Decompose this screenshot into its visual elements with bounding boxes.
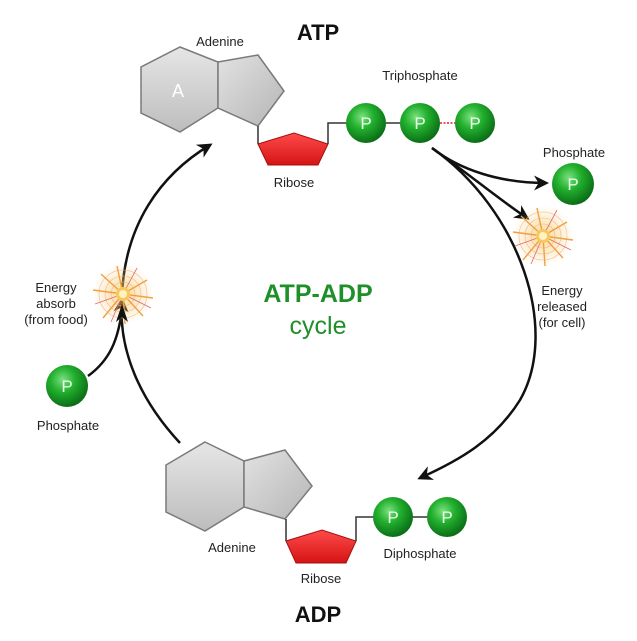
energy-released-label-line3: (for cell) bbox=[539, 315, 586, 330]
adp-phosphate-group-label: Diphosphate bbox=[384, 546, 457, 561]
energy-released-burst-icon bbox=[512, 206, 574, 267]
atp-ribose-pentagon bbox=[257, 132, 329, 166]
atp-adenine-pentagon bbox=[217, 54, 285, 127]
energy-absorb-label-line1: Energy bbox=[35, 280, 77, 295]
cycle-arrow-hydrolysis bbox=[417, 146, 537, 480]
energy-released-label-line1: Energy bbox=[541, 283, 583, 298]
released-phosphate: Phosphate P bbox=[543, 145, 605, 205]
energy-absorb-label-line2: absorb bbox=[36, 296, 76, 311]
atp-adenine-letter: A bbox=[172, 81, 184, 101]
atp-phosphate-1: P bbox=[346, 103, 386, 143]
adp-phosphate-2: P bbox=[427, 497, 467, 537]
atp-title: ATP bbox=[297, 20, 339, 45]
adp-ribose-label: Ribose bbox=[301, 571, 341, 586]
adp-phosphate-1: P bbox=[373, 497, 413, 537]
atp-phosphate-2: P bbox=[400, 103, 440, 143]
svg-text:P: P bbox=[360, 114, 371, 133]
adp-adenine-label: Adenine bbox=[208, 540, 256, 555]
branch-arrow-energy bbox=[431, 146, 530, 220]
released-phosphate-letter: P bbox=[567, 175, 578, 194]
released-phosphate-ball bbox=[552, 163, 594, 205]
svg-text:P: P bbox=[441, 508, 452, 527]
energy-absorb-arrowhead-icon bbox=[116, 304, 128, 322]
absorbed-phosphate-ball bbox=[46, 365, 88, 407]
adp-molecule: Adenine Ribose P P Diphosphate bbox=[165, 441, 467, 586]
svg-text:P: P bbox=[414, 114, 425, 133]
adp-title: ADP bbox=[295, 602, 341, 627]
energy-released-label-line2: released bbox=[537, 299, 587, 314]
atp-phosphate-group-label: Triphosphate bbox=[382, 68, 457, 83]
absorbed-phosphate-letter: P bbox=[61, 377, 72, 396]
absorbed-phosphate: P Phosphate bbox=[37, 365, 99, 433]
atp-phosphate-3: P bbox=[455, 103, 495, 143]
energy-absorb-label-line3: (from food) bbox=[24, 312, 88, 327]
branch-arrow-phosphate bbox=[431, 147, 549, 191]
atp-adenine-label: Adenine bbox=[196, 34, 244, 49]
atp-molecule: Adenine A Ribose Triphosphate P P P bbox=[140, 34, 495, 190]
atp-ribose-label: Ribose bbox=[274, 175, 314, 190]
atp-bond-ribose-phosphate bbox=[327, 122, 346, 144]
svg-text:P: P bbox=[469, 114, 480, 133]
center-title: ATP-ADP bbox=[263, 280, 372, 308]
adp-adenine-pentagon bbox=[243, 449, 313, 520]
absorbed-phosphate-label: Phosphate bbox=[37, 418, 99, 433]
adp-adenine-hexagon bbox=[165, 441, 245, 532]
released-phosphate-label: Phosphate bbox=[543, 145, 605, 160]
adp-ribose-pentagon bbox=[285, 529, 357, 564]
adp-bond-ribose-phosphate bbox=[355, 516, 374, 541]
svg-text:P: P bbox=[387, 508, 398, 527]
center-subtitle: cycle bbox=[290, 312, 347, 340]
